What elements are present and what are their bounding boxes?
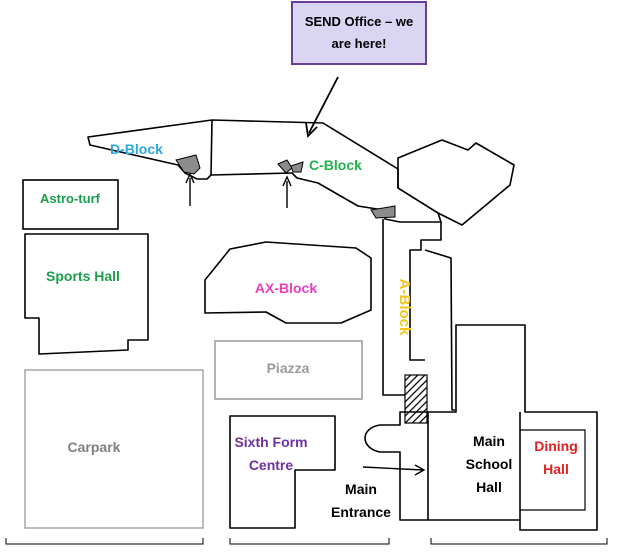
piazza-outline (214, 340, 363, 400)
astro-turf-label: Astro-turf (40, 191, 101, 206)
main-entrance-label-line2: Entrance (331, 504, 391, 520)
c-block-entrance-marker-3 (370, 205, 396, 219)
a-block-corridor-outline (382, 219, 455, 411)
entrance-lobby-outline (364, 411, 428, 521)
main-school-hall-outline (427, 324, 598, 531)
main-entrance-label-line1: Main (345, 481, 377, 497)
main-school-hall-label-line2: School (466, 456, 513, 472)
sixth-form-label-line2: Centre (249, 457, 294, 473)
d-block-entrance-marker (175, 154, 201, 175)
main-school-hall-label-line3: Hall (476, 479, 502, 495)
dining-hall-inner-wall (520, 429, 586, 511)
sixth-form-outline (229, 415, 336, 529)
sports-hall-label: Sports Hall (46, 268, 120, 284)
a-block-wing-outline (397, 139, 515, 226)
dining-hall-label-line1: Dining (534, 438, 578, 454)
boundary-middle (229, 538, 390, 545)
c-block-entrance-arrow (282, 175, 292, 208)
send-office-arrow (305, 76, 339, 138)
send-office-callout: SEND Office – we are here! (291, 1, 427, 65)
send-office-callout-text: SEND Office – we are here! (304, 14, 414, 51)
c-block-entrance-marker-1 (277, 159, 293, 174)
d-block-entrance-arrow (185, 172, 195, 206)
sixth-form-label-line1: Sixth Form (234, 434, 307, 450)
ax-block-label: AX-Block (255, 280, 317, 296)
sports-hall-outline (24, 233, 149, 355)
c-block-label: C-Block (309, 157, 362, 173)
carpark-outline (24, 369, 204, 529)
main-school-hall-label-line1: Main (473, 433, 505, 449)
d-block-label: D-Block (110, 141, 163, 157)
c-block-entrance-marker-2 (290, 161, 304, 173)
astro-turf-outline (22, 179, 119, 230)
ax-block-outline (204, 241, 372, 324)
main-entrance-arrow (362, 464, 426, 476)
dining-hall-label-line2: Hall (543, 461, 569, 477)
a-block-label: A-Block (396, 279, 413, 336)
boundary-right (430, 538, 608, 545)
d-block-divider (210, 119, 213, 176)
carpark-label: Carpark (68, 439, 121, 455)
piazza-label: Piazza (267, 360, 310, 376)
boundary-left (5, 538, 204, 545)
a-block-stairwell (404, 374, 428, 424)
